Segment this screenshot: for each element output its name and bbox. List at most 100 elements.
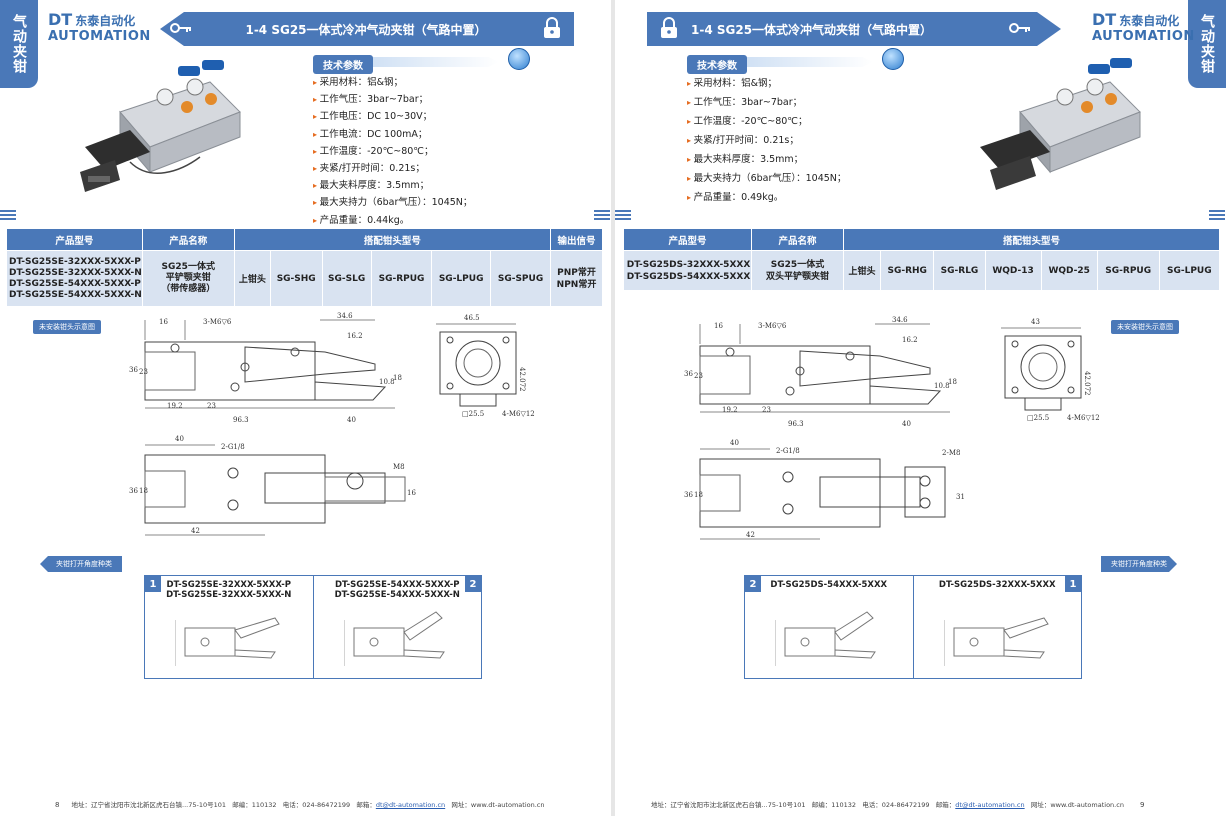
side-tab: 气动夹钳 [1188, 0, 1226, 88]
page-number: 8 [55, 801, 60, 809]
logo-en: AUTOMATION [1092, 29, 1195, 44]
model-code: DT-SG25SE-54XXX-5XXX-P [9, 278, 141, 289]
angle-types-box: 2 DT-SG25DS-54XXX-5XXX 1 DT-SG25DS-32XXX… [744, 575, 1082, 679]
dim-16-2: 16.2 [902, 336, 918, 344]
dim-31: 31 [956, 493, 965, 501]
section-mark-icon [615, 210, 631, 220]
dim-23b: 23 [207, 402, 216, 410]
dim-16: 16 [159, 318, 168, 326]
dim-m8: M8 [393, 463, 405, 471]
param-item: 工作温度：-20℃~80℃； [313, 143, 573, 160]
dim-42: 42 [191, 527, 200, 535]
side-tab: 气动夹钳 [0, 0, 38, 88]
dim-42-072: 42.072 [518, 367, 526, 392]
title-bar: 1-4 SG25一体式冷冲气动夹钳（气路中置） [160, 12, 574, 46]
angle-drawing-1 [943, 617, 1049, 666]
install-label: 未安装钳头示意图 [1111, 320, 1179, 334]
angle-cell-1: 1 DT-SG25SE-32XXX-5XXX-P DT-SG25SE-32XXX… [145, 576, 314, 678]
footer-email-label: 邮箱： [935, 801, 956, 809]
product-image [70, 52, 250, 202]
signal-line: NPN常开 [556, 279, 597, 290]
param-item: 最大夹料厚度：3.5mm； [313, 177, 573, 194]
dim-16-2: 16.2 [347, 332, 363, 340]
dim-96-3: 96.3 [233, 416, 249, 424]
angle-model: DT-SG25DS-32XXX-5XXX [938, 580, 1056, 590]
logo-dt: DT [1092, 10, 1117, 29]
dim-m6b: 4-M6▽12 [1067, 414, 1100, 422]
model-code: DT-SG25SE-54XXX-5XXX-N [9, 289, 142, 300]
dim-m6: 3-M6▽6 [758, 322, 787, 330]
dim-43: 43 [1031, 318, 1040, 326]
signal-line: PNP常开 [557, 267, 596, 278]
model-code: DT-SG25SE-32XXX-5XXX-N [9, 267, 142, 278]
params-header: 技术参数 [687, 55, 747, 74]
front-view-drawing: 16 3-M6▽6 34.6 16.2 36 23 10.8 18 19.2 2… [125, 312, 415, 432]
angle-types-tag: 夹钳打开角度种类 [40, 556, 122, 572]
dim-18b: 18 [139, 487, 148, 495]
dim-16: 16 [714, 322, 723, 330]
cell-models: DT-SG25SE-32XXX-5XXX-P DT-SG25SE-32XXX-5… [6, 250, 143, 307]
param-item: 产品重量：0.49kg。 [687, 188, 947, 207]
end-view-drawing: 46.5 42.072 □25.5 4-M6▽12 [430, 312, 540, 422]
spec-table: 产品型号 产品名称 搭配钳头型号 DT-SG25DS-32XXX-5XXX DT… [623, 228, 1221, 291]
footer-phone: 电话：024-86472199 [862, 801, 930, 809]
param-item: 工作电流：DC 100mA； [313, 126, 573, 143]
footer-email-link[interactable]: dt@dt-automation.cn [955, 801, 1025, 809]
footer-email-link[interactable]: dt@dt-automation.cn [375, 801, 446, 809]
model-code: DT-SG25DS-32XXX-5XXX [626, 259, 751, 270]
title-bar: 1-4 SG25一体式冷冲气动夹钳（气路中置） [647, 12, 1061, 46]
dim-46-5: 46.5 [464, 314, 480, 322]
dim-34-6: 34.6 [892, 316, 908, 324]
dim-40: 40 [902, 420, 911, 428]
cell-head: SG-LPUG [1158, 250, 1221, 291]
lock-icon [659, 17, 679, 42]
angle-model: DT-SG25DS-54XXX-5XXX [770, 580, 888, 590]
page-title: 1-4 SG25一体式冷冲气动夹钳（气路中置） [691, 22, 933, 37]
logo-cn: 东泰自动化 [75, 14, 136, 28]
angle-model: DT-SG25SE-32XXX-5XXX-N [166, 590, 292, 600]
footer-email-label: 邮箱： [356, 801, 376, 809]
param-item: 夹紧/打开时间：0.21s； [313, 160, 573, 177]
dim-19-2: 19.2 [722, 406, 738, 414]
dim-23b: 23 [762, 406, 771, 414]
footer-address: 地址：辽宁省沈阳市沈北新区虎石台镇...75-10号101 [651, 801, 806, 809]
dim-m8: 2-M8 [942, 449, 960, 457]
name-line: （带传感器） [161, 284, 216, 294]
tech-params: 技术参数 采用材料：铝&钢； 工作气压：3bar~7bar； 工作温度：-20℃… [687, 48, 947, 207]
dim-18: 18 [948, 378, 957, 386]
dim-40: 40 [347, 416, 356, 424]
section-mark-icon [594, 210, 610, 220]
dim-g1-8: 2-G1/8 [776, 447, 800, 455]
install-label: 未安装钳头示意图 [33, 320, 101, 334]
th-name: 产品名称 [751, 228, 844, 251]
angle-model: DT-SG25SE-32XXX-5XXX-P [166, 580, 291, 590]
footer-address: 地址：辽宁省沈阳市沈北新区虎石台镇...75-10号101 [71, 801, 227, 809]
cell-head: SG-RLG [933, 250, 986, 291]
cell-head: SG-RPUG [1096, 250, 1160, 291]
logo-en: AUTOMATION [48, 29, 151, 44]
angle-cell-2: 2 DT-SG25DS-54XXX-5XXX [745, 576, 914, 678]
cell-head: SG-SLG [321, 250, 372, 307]
model-code: DT-SG25DS-54XXX-5XXX [626, 271, 751, 282]
cell-product-name: SG25一体式 双头平铲颚夹钳 [751, 250, 844, 291]
th-signal: 输出信号 [550, 228, 603, 251]
dim-42-072: 42.072 [1083, 371, 1091, 396]
th-model: 产品型号 [6, 228, 143, 251]
param-item: 工作温度：-20℃~80℃； [687, 112, 947, 131]
dim-40b: 40 [175, 435, 184, 443]
name-line: 平铲颚夹钳 [165, 273, 211, 283]
param-item: 最大夹持力（6bar气压）：1045N； [687, 169, 947, 188]
footer: 地址：辽宁省沈阳市沈北新区虎石台镇...75-10号101 邮编：110132 … [651, 799, 1154, 809]
dim-sq25-5: □25.5 [1027, 414, 1049, 422]
lock-icon [542, 16, 562, 42]
footer-postcode: 邮编：110132 [811, 801, 857, 809]
front-view-drawing: 16 3-M6▽6 34.6 16.2 36 23 10.8 18 19.2 2… [680, 316, 970, 436]
param-item: 工作气压：3bar~7bar； [313, 91, 573, 108]
param-item: 工作气压：3bar~7bar； [687, 93, 947, 112]
model-code: DT-SG25SE-32XXX-5XXX-P [9, 256, 141, 267]
tech-params: 技术参数 采用材料：铝&钢； 工作气压：3bar~7bar； 工作电压：DC 1… [313, 48, 573, 229]
cell-signal: PNP常开 NPN常开 [550, 250, 603, 307]
